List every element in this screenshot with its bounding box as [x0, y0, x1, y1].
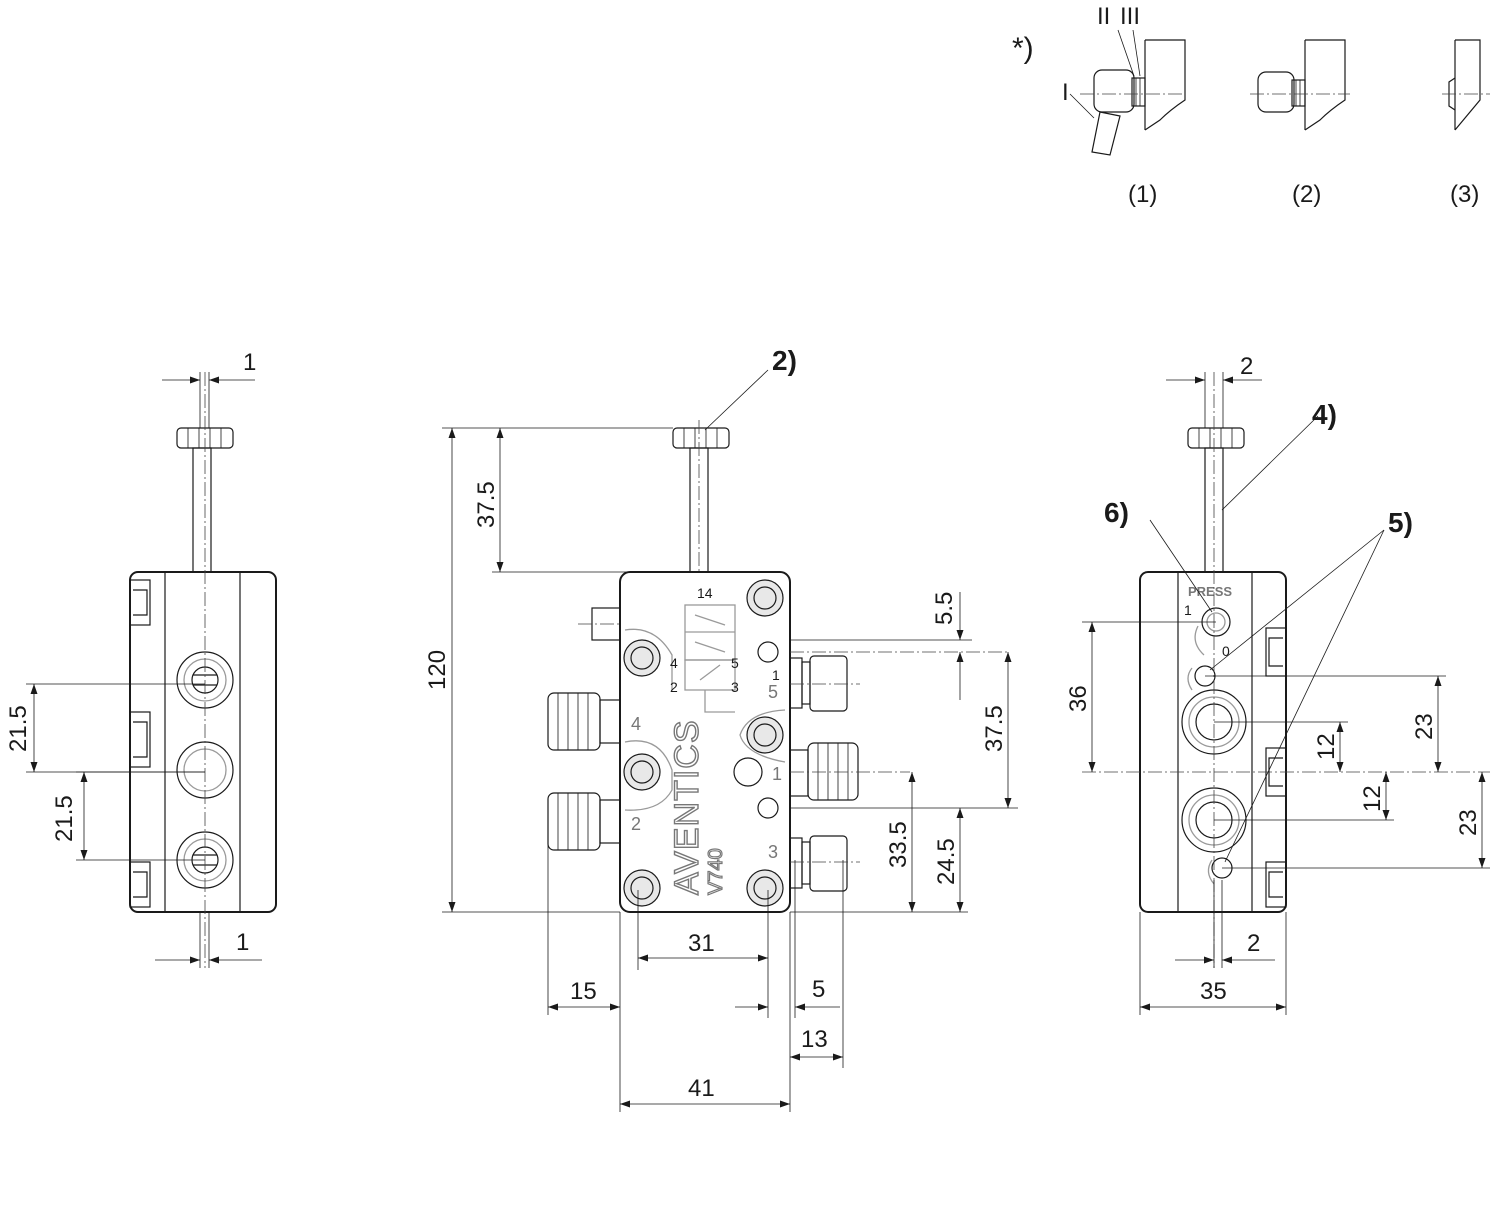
front-screws [623, 579, 784, 907]
right-fittings [789, 655, 859, 892]
right-dim-bottom: 2 [1247, 930, 1260, 957]
right-dim-12-upper: 12 [1313, 733, 1340, 760]
left-side-view: 1 1 21.5 21.5 [5, 349, 277, 968]
front-dim-stem: 37.5 [473, 481, 500, 528]
right-dim-12-lower: 12 [1359, 785, 1386, 812]
port-label-2: 2 [631, 814, 641, 834]
front-dim-33-5: 33.5 [885, 821, 912, 868]
variant-2-drawing [1250, 39, 1350, 131]
front-dim-13: 13 [801, 1026, 828, 1053]
variant-1-drawing [1069, 29, 1186, 156]
variant-2-label: (2) [1292, 181, 1321, 208]
variant-3-label: (3) [1450, 181, 1479, 208]
symbol-label-5: 5 [731, 655, 739, 671]
front-dim-15: 15 [570, 978, 597, 1005]
right-dim-top: 2 [1240, 353, 1253, 380]
front-dim-24-5: 24.5 [933, 838, 960, 885]
symbol-label-1: 1 [772, 667, 780, 683]
roman-III-label: III [1120, 3, 1140, 30]
port-label-4: 4 [631, 714, 641, 734]
valve-symbol: 14 4 5 2 3 1 [670, 585, 780, 713]
symbol-label-3: 3 [731, 679, 739, 695]
front-dim-31: 31 [688, 930, 715, 957]
left-dim-upper: 21.5 [5, 705, 32, 752]
right-dim-23-upper: 23 [1411, 713, 1438, 740]
variant-3-drawing [1442, 39, 1490, 131]
callout-5: 5) [1388, 507, 1413, 538]
left-dim-lower: 21.5 [51, 795, 78, 842]
front-dim-5-5: 5.5 [931, 592, 958, 625]
symbol-label-14: 14 [697, 585, 713, 601]
front-dim-37-5: 37.5 [981, 705, 1008, 752]
detail-variants: *) I II III [1012, 3, 1490, 208]
front-dim-height: 120 [424, 650, 451, 690]
detail-marker: *) [1012, 32, 1034, 65]
variant-1-label: (1) [1128, 181, 1157, 208]
left-fittings [547, 692, 621, 851]
front-dim-5: 5 [812, 976, 825, 1003]
right-side-view: PRESS 1 0 2 2 35 [1065, 353, 1490, 1015]
port-label-1: 1 [772, 764, 782, 784]
brand-label: AVENTICS [668, 719, 706, 895]
left-clips [129, 579, 151, 908]
port-label-3: 3 [768, 842, 778, 862]
position-1-label: 1 [1184, 602, 1192, 618]
front-view: 14 4 5 2 3 1 AVENTICS V740 4 2 5 1 3 [424, 345, 1018, 1112]
right-dim-36: 36 [1065, 685, 1092, 712]
callout-4: 4) [1312, 399, 1337, 430]
callout-6: 6) [1104, 497, 1129, 528]
roman-I-label: I [1062, 79, 1069, 106]
right-dim-35: 35 [1200, 978, 1227, 1005]
model-label: V740 [705, 848, 727, 895]
front-dim-41: 41 [688, 1075, 715, 1102]
left-dim-bottom: 1 [236, 929, 249, 956]
right-dim-23-lower: 23 [1455, 809, 1482, 836]
symbol-label-4: 4 [670, 655, 678, 671]
left-dim-top: 1 [243, 349, 256, 376]
press-label: PRESS [1188, 584, 1232, 599]
symbol-label-2: 2 [670, 679, 678, 695]
port-label-5: 5 [768, 682, 778, 702]
roman-II-label: II [1097, 3, 1110, 30]
callout-2: 2) [772, 345, 797, 376]
position-0-label: 0 [1222, 643, 1230, 659]
